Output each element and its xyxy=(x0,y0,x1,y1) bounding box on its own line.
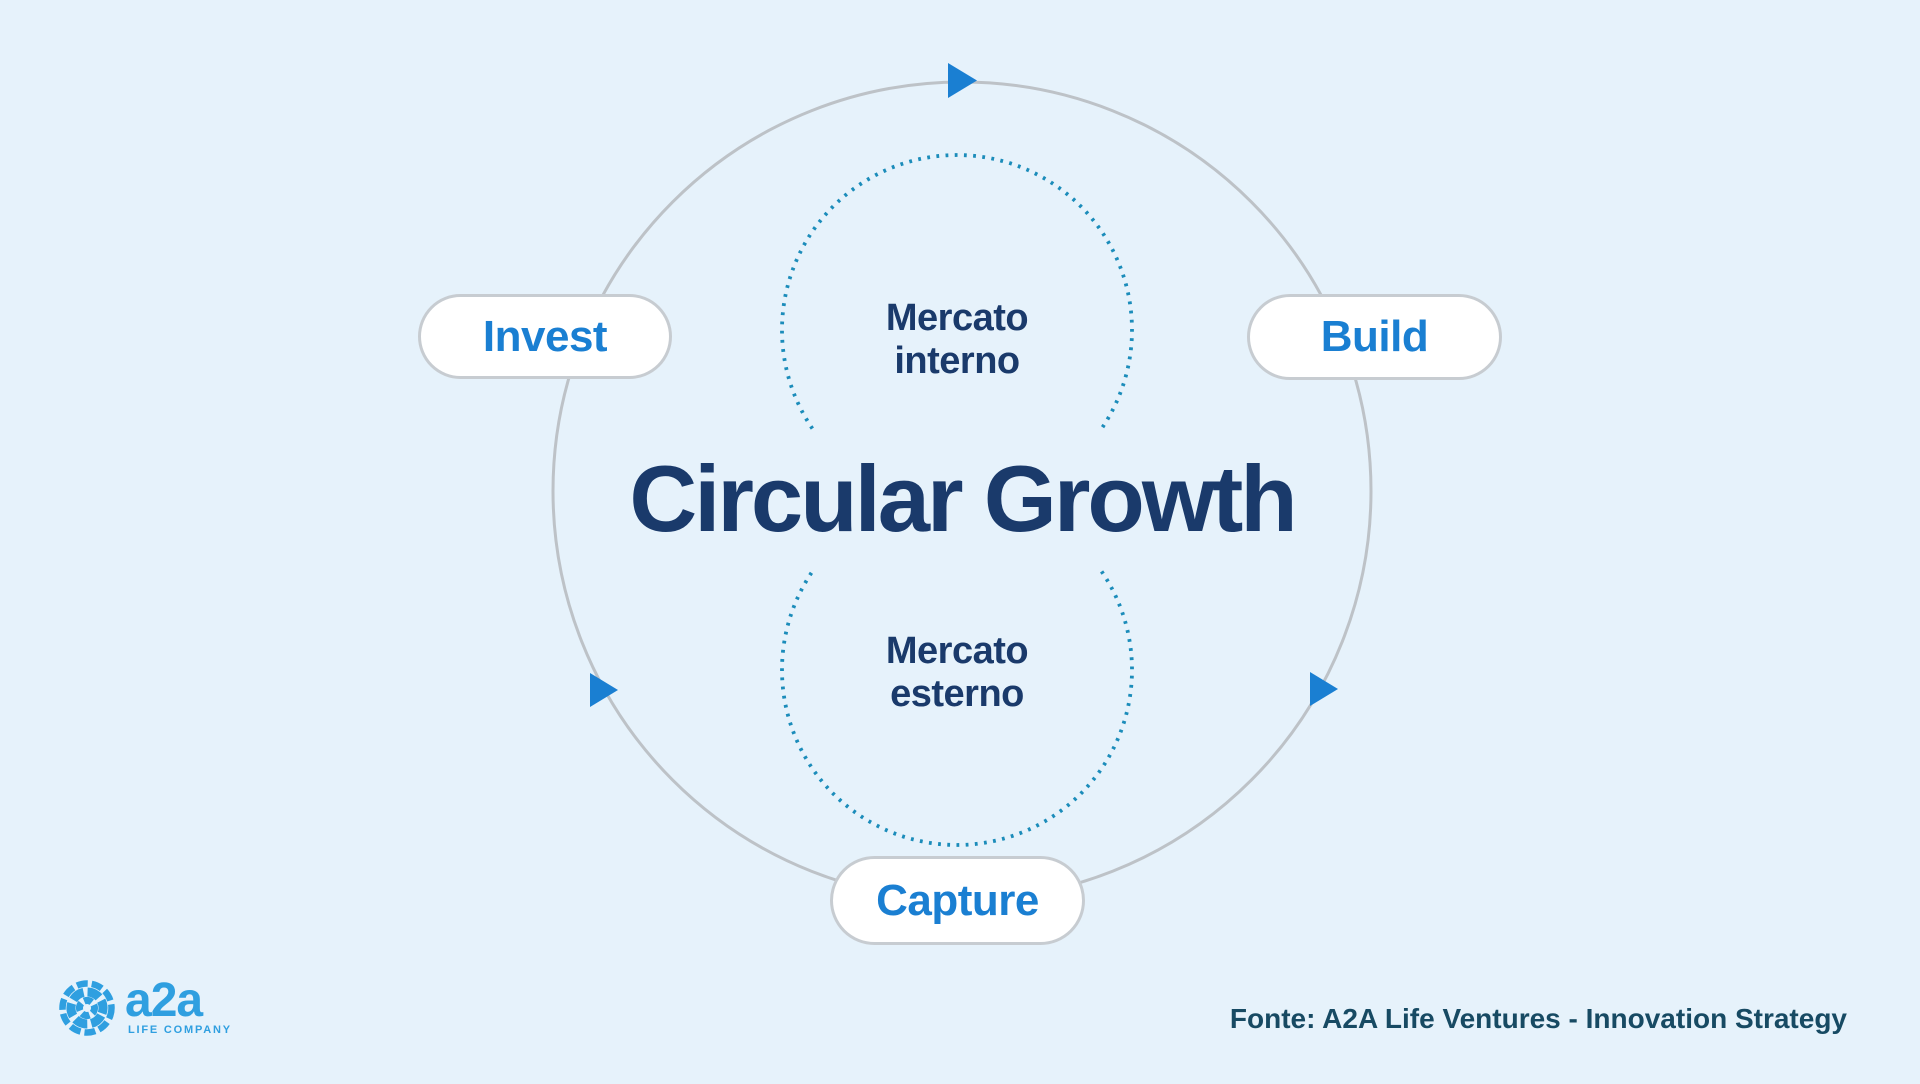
node-build-label: Build xyxy=(1320,312,1429,361)
a2a-logo: a2a LIFE COMPANY xyxy=(58,974,232,1037)
internal-market-line1: Mercato xyxy=(885,297,1029,339)
node-invest-label: Invest xyxy=(482,311,608,361)
external-market-label: Mercato esterno xyxy=(885,630,1029,716)
node-capture-label: Capture xyxy=(876,875,1039,925)
a2a-logo-tagline: LIFE COMPANY xyxy=(128,1024,232,1036)
node-invest[interactable]: Invest xyxy=(418,294,672,379)
node-build[interactable]: Build xyxy=(1247,294,1502,380)
node-capture[interactable]: Capture xyxy=(830,856,1085,945)
external-market-line2: esterno xyxy=(890,673,1024,715)
flow-arrow-bottom-right-icon xyxy=(1310,672,1338,706)
flow-arrow-top-icon xyxy=(948,63,977,98)
source-caption: Fonte: A2A Life Ventures - Innovation St… xyxy=(1229,1003,1847,1034)
a2a-logo-icon xyxy=(59,980,115,1036)
internal-market-line2: interno xyxy=(894,340,1020,382)
a2a-logo-text: a2a LIFE COMPANY xyxy=(125,974,232,1037)
internal-market-arc xyxy=(780,153,1134,430)
diagram-title: Circular Growth xyxy=(629,446,1297,551)
flow-arrow-bottom-left-icon xyxy=(590,673,618,707)
external-market-arc xyxy=(780,570,1134,847)
internal-market-label: Mercato interno xyxy=(885,297,1029,383)
external-market-line1: Mercato xyxy=(885,630,1029,672)
a2a-logo-wordmark: a2a xyxy=(125,974,203,1027)
